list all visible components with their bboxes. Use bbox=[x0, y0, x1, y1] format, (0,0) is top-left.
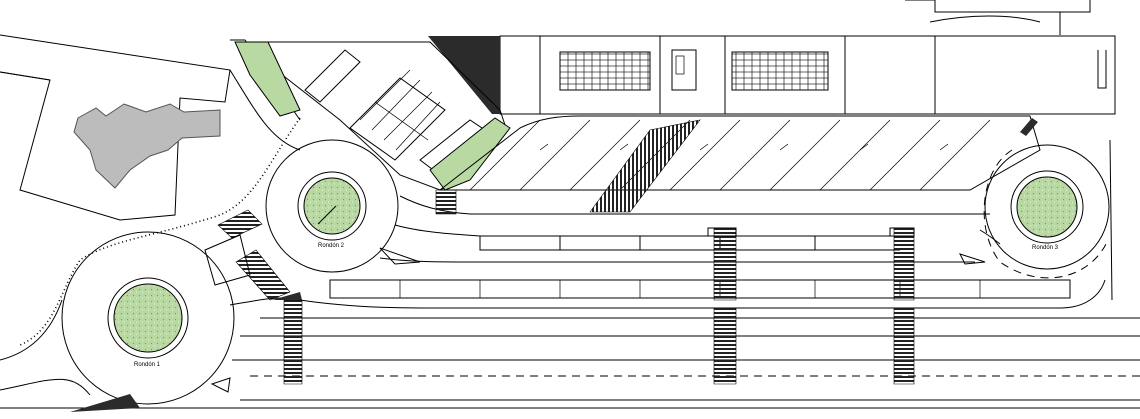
diagonal-parking bbox=[399, 115, 1041, 215]
roundabout-1-label: Rondón 1 bbox=[134, 362, 161, 368]
main-building bbox=[428, 35, 1116, 115]
crosswalk-right bbox=[893, 227, 915, 301]
parking-crosswalk bbox=[589, 119, 701, 213]
parking-planting bbox=[429, 117, 511, 191]
roundabout-2-area bbox=[265, 139, 421, 300]
roundabout-2-outer bbox=[265, 139, 399, 273]
existing-building bbox=[73, 103, 221, 189]
roundabout-2-label: Rondón 2 bbox=[318, 243, 345, 249]
roundabout-2-island bbox=[303, 177, 361, 235]
upper-roads bbox=[19, 0, 1091, 346]
roundabout-3-outer bbox=[984, 144, 1110, 270]
crosswalk-center bbox=[713, 227, 737, 301]
crosswalk-left bbox=[283, 299, 303, 385]
upper-planting bbox=[234, 41, 301, 117]
upper-parking bbox=[234, 41, 511, 191]
roundabout-3-area bbox=[959, 118, 1113, 301]
roundabout-1-island bbox=[113, 283, 183, 353]
roundabout-1-outer bbox=[61, 231, 235, 405]
roundabout-3-label: Rondón 3 bbox=[1032, 245, 1059, 251]
roundabout-1-area bbox=[0, 209, 301, 412]
left-building-area bbox=[0, 34, 231, 221]
roundabout-3-island bbox=[1016, 176, 1078, 238]
